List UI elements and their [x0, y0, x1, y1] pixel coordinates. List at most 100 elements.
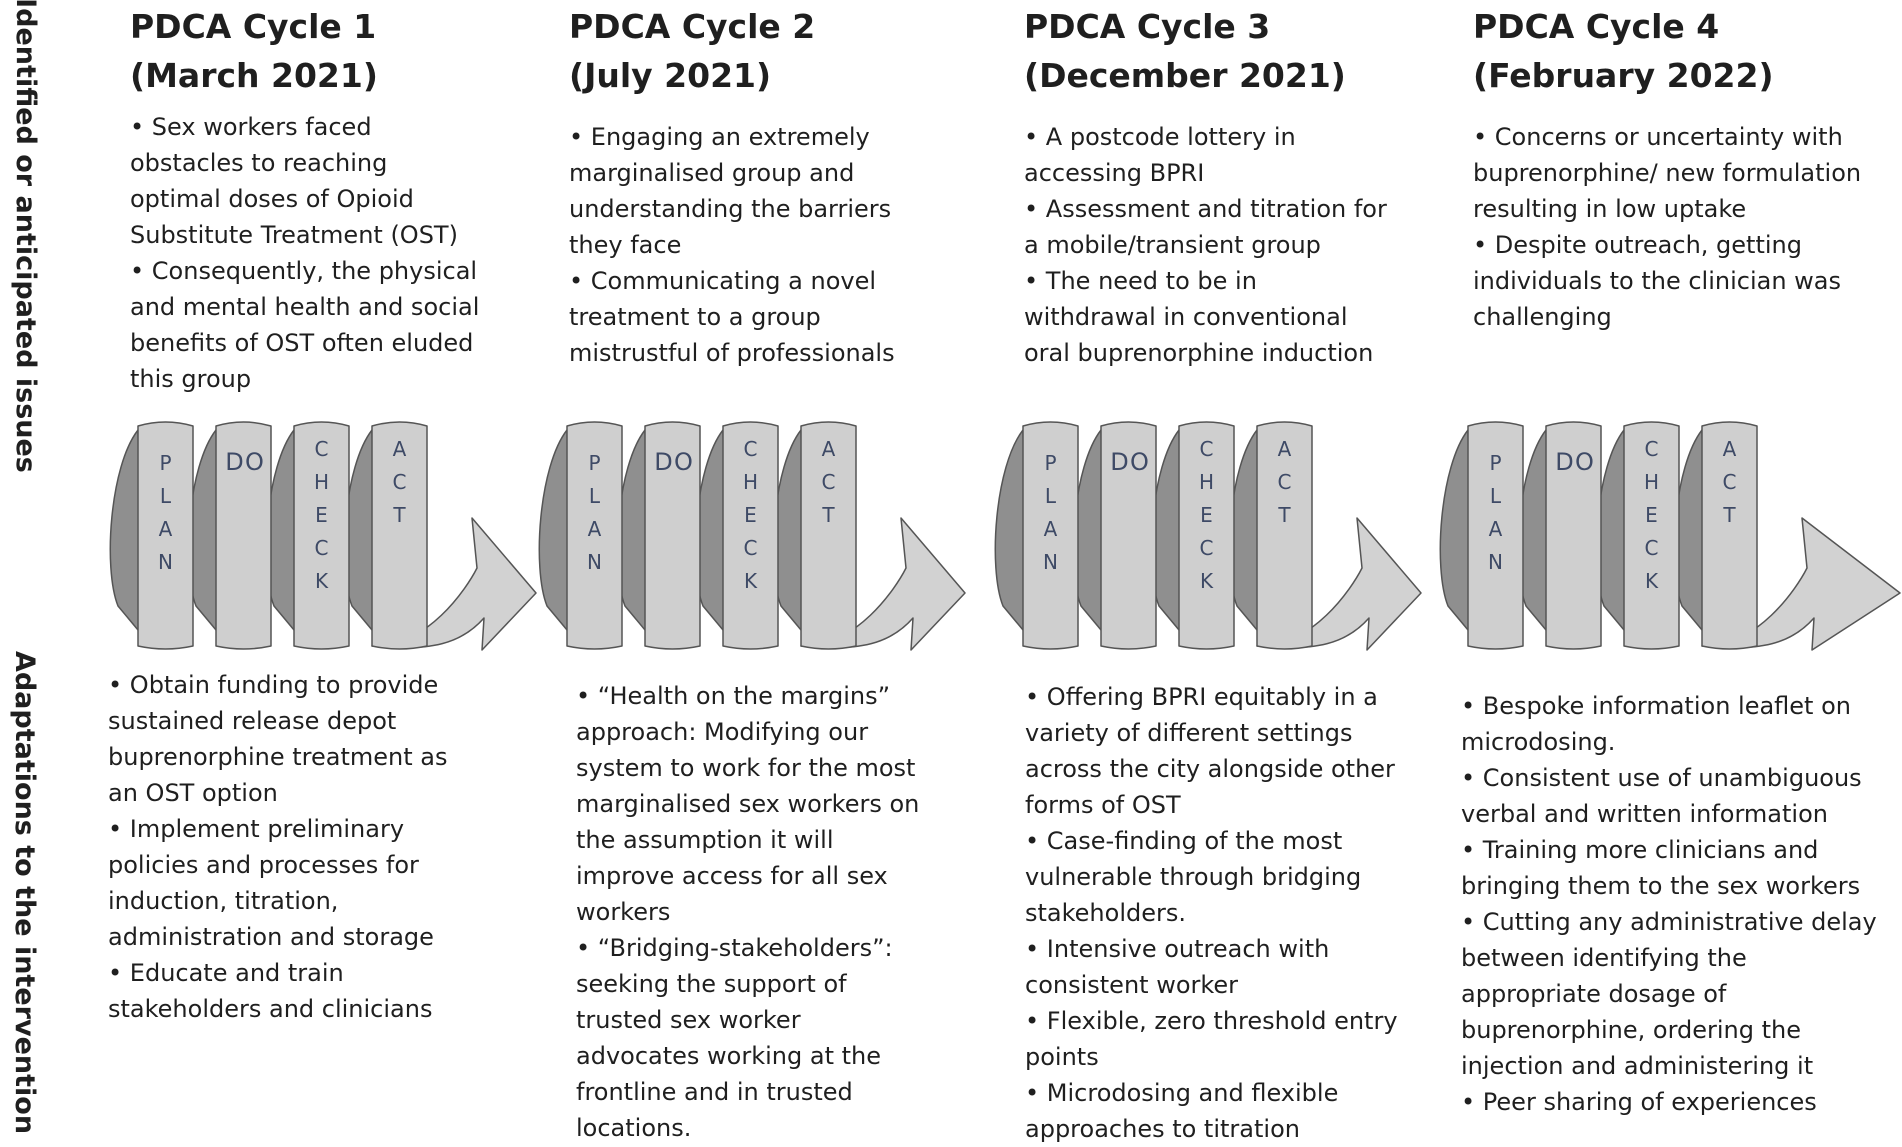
ribbon-fold — [538, 429, 573, 637]
pdca-letter: E — [1645, 503, 1658, 527]
cycle-title-line1: PDCA Cycle 3 — [1024, 7, 1271, 46]
ribbon-fold — [994, 429, 1029, 637]
pdca-letter: N — [158, 550, 173, 574]
ribbon-fold — [1439, 429, 1474, 637]
pdca-letter: T — [1277, 503, 1291, 527]
pdca-letter: O — [1130, 448, 1149, 476]
cycle-title: PDCA Cycle 2 (July 2021) — [569, 2, 815, 100]
pdca-letter: O — [1575, 448, 1594, 476]
act-band — [371, 421, 428, 650]
issue-item: Sex workers faced obstacles to reaching … — [130, 109, 480, 253]
pdca-letter: C — [1200, 437, 1214, 461]
adaptations-list: Obtain funding to provide sustained rele… — [108, 667, 448, 1027]
issue-item: The need to be in withdrawal in conventi… — [1024, 263, 1394, 371]
pdca-letter: P — [1489, 451, 1501, 475]
pdca-letter: L — [1045, 484, 1057, 508]
pdca-letter: L — [160, 484, 172, 508]
pdca-letter: N — [1488, 550, 1503, 574]
pdca-letter: E — [1200, 503, 1213, 527]
cycle-title: PDCA Cycle 1 (March 2021) — [130, 2, 378, 100]
adaptations-list: Bespoke information leaflet on microdosi… — [1461, 688, 1881, 1120]
plan-band — [137, 421, 194, 650]
adaptation-item: Peer sharing of experiences — [1461, 1084, 1881, 1120]
do-band — [1100, 421, 1157, 650]
pdca-letter: D — [1110, 448, 1128, 476]
pdca-letter: C — [1278, 470, 1292, 494]
pdca-letter: A — [1278, 437, 1292, 461]
pdca-letter: C — [1645, 437, 1659, 461]
check-band — [1623, 421, 1680, 650]
issue-item: Consequently, the physical and mental he… — [130, 253, 480, 397]
pdca-letter: D — [654, 448, 672, 476]
pdca-letter: H — [1199, 470, 1214, 494]
adaptations-list: Offering BPRI equitably in a variety of … — [1025, 679, 1410, 1147]
cycle-title-line1: PDCA Cycle 4 — [1473, 7, 1720, 46]
issue-item: Communicating a novel treatment to a gro… — [569, 263, 914, 371]
pdca-letter: L — [1490, 484, 1502, 508]
check-band — [722, 421, 779, 650]
check-band — [293, 421, 350, 650]
plan-band — [1467, 421, 1524, 650]
pdca-letter: N — [587, 550, 602, 574]
adaptation-item: Obtain funding to provide sustained rele… — [108, 667, 448, 811]
cycle-title: PDCA Cycle 3 (December 2021) — [1024, 2, 1346, 100]
pdca-letter: A — [822, 437, 836, 461]
pdca-letter: K — [744, 569, 758, 593]
pdca-letter: C — [1200, 536, 1214, 560]
adaptation-item: Cutting any administrative delay between… — [1461, 904, 1881, 1084]
pdca-letter: T — [392, 503, 406, 527]
pdca-letter: C — [315, 536, 329, 560]
adaptation-item: Microdosing and flexible approaches to t… — [1025, 1075, 1410, 1147]
pdca-letter: C — [315, 437, 329, 461]
plan-band — [1022, 421, 1079, 650]
pdca-letter: E — [315, 503, 328, 527]
pdca-letter: D — [1555, 448, 1573, 476]
issue-item: Despite outreach, getting individuals to… — [1473, 227, 1873, 335]
adaptation-item: Flexible, zero threshold entry points — [1025, 1003, 1410, 1075]
pdca-letter: C — [744, 536, 758, 560]
act-band — [1701, 421, 1758, 650]
pdca-letter: H — [1644, 470, 1659, 494]
adaptation-item: “Bridging-stakeholders”: seeking the sup… — [576, 930, 921, 1146]
pdca-letter: C — [744, 437, 758, 461]
pdca-letter: A — [393, 437, 407, 461]
cycle-title-line2: (February 2022) — [1473, 56, 1774, 95]
act-band — [800, 421, 857, 650]
pdca-letter: A — [1489, 517, 1503, 541]
cycle-1: PDCA Cycle 1 (March 2021) Sex workers fa… — [0, 0, 537, 1144]
pdca-letter: A — [588, 517, 602, 541]
issues-list: Sex workers faced obstacles to reaching … — [130, 109, 480, 397]
pdca-letter: A — [1044, 517, 1058, 541]
pdca-letter: P — [159, 451, 171, 475]
pdca-letter: H — [743, 470, 758, 494]
issue-item: A postcode lottery in accessing BPRI — [1024, 119, 1394, 191]
act-band — [1256, 421, 1313, 650]
adaptation-item: Bespoke information leaflet on microdosi… — [1461, 688, 1881, 760]
adaptation-item: “Health on the margins” approach: Modify… — [576, 678, 921, 930]
pdca-letter: K — [315, 569, 329, 593]
adaptation-item: Training more clinicians and bringing th… — [1461, 832, 1881, 904]
pdca-letter: C — [822, 470, 836, 494]
adaptation-item: Implement preliminary policies and proce… — [108, 811, 448, 955]
pdca-letter: L — [589, 484, 601, 508]
cycle-title-line1: PDCA Cycle 2 — [569, 7, 816, 46]
pdca-letter: T — [821, 503, 835, 527]
cycle-title-line2: (July 2021) — [569, 56, 772, 95]
adaptations-list: “Health on the margins” approach: Modify… — [576, 678, 921, 1146]
check-band — [1178, 421, 1235, 650]
issues-list: Engaging an extremely marginalised group… — [569, 119, 914, 371]
adaptation-item: Offering BPRI equitably in a variety of … — [1025, 679, 1410, 823]
cycle-title-line2: (March 2021) — [130, 56, 378, 95]
issue-item: Engaging an extremely marginalised group… — [569, 119, 914, 263]
cycle-title: PDCA Cycle 4 (February 2022) — [1473, 2, 1774, 100]
pdca-letter: C — [393, 470, 407, 494]
pdca-letter: N — [1043, 550, 1058, 574]
cycle-title-line1: PDCA Cycle 1 — [130, 7, 377, 46]
adaptation-item: Intensive outreach with consistent worke… — [1025, 931, 1410, 1003]
